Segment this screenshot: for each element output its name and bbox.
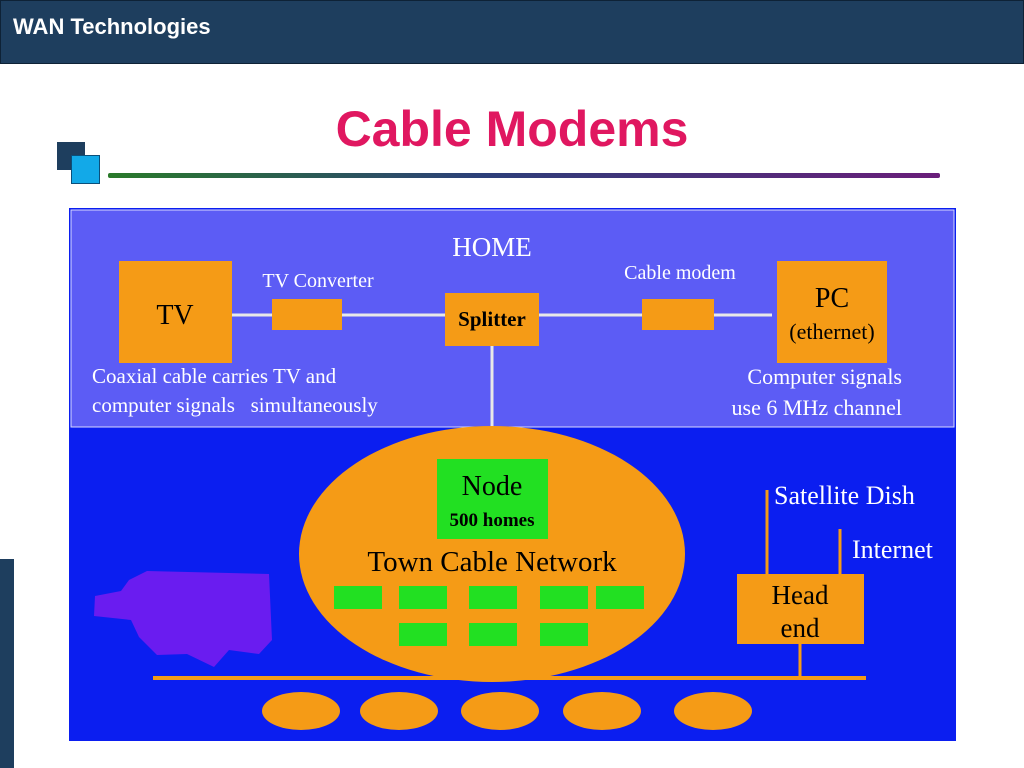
diagram-svg: TV TV Converter HOME Splitter Cable mode… xyxy=(69,208,956,741)
network-block xyxy=(596,586,644,609)
title-bullet-light-square xyxy=(71,155,100,184)
neighborhood-oval xyxy=(674,692,752,730)
pc-ethernet-label: (ethernet) xyxy=(789,319,875,344)
header-title: WAN Technologies xyxy=(13,14,211,39)
pc-box xyxy=(777,261,887,363)
node-label: Node xyxy=(462,471,523,502)
internet-label: Internet xyxy=(852,535,934,564)
node-box xyxy=(437,459,548,539)
network-block xyxy=(540,586,588,609)
tv-box xyxy=(119,261,232,363)
cable-modem-diagram: TV TV Converter HOME Splitter Cable mode… xyxy=(69,208,956,741)
network-block xyxy=(469,586,517,609)
signals-note-line1: Computer signals xyxy=(747,364,902,389)
signals-note-line2: use 6 MHz channel xyxy=(732,395,902,420)
head-end-label-line2: end xyxy=(781,613,820,643)
splitter-label: Splitter xyxy=(458,307,526,331)
town-cable-network-ellipse xyxy=(299,426,685,682)
cable-modem-box xyxy=(642,299,714,330)
home-label: HOME xyxy=(452,232,532,262)
cable-modem-label: Cable modem xyxy=(624,262,736,284)
head-end-label: Head xyxy=(772,580,829,610)
header-bar: WAN Technologies xyxy=(0,0,1024,64)
neighborhood-oval xyxy=(360,692,438,730)
tv-label: TV xyxy=(156,300,193,331)
network-block xyxy=(469,623,517,646)
network-block xyxy=(334,586,382,609)
pc-label: PC xyxy=(815,283,849,314)
purple-map-blob xyxy=(94,571,272,667)
neighborhood-oval xyxy=(563,692,641,730)
town-cable-network-label: Town Cable Network xyxy=(367,546,617,578)
neighborhood-oval xyxy=(262,692,340,730)
node-homes-label: 500 homes xyxy=(450,510,535,531)
network-block xyxy=(540,623,588,646)
coax-note-line1: Coaxial cable carries TV and xyxy=(92,364,337,388)
coax-note-line2: computer signals simultaneously xyxy=(92,393,378,417)
slide-title: Cable Modems xyxy=(335,101,689,157)
tv-converter-label: TV Converter xyxy=(262,270,374,292)
head-end-box xyxy=(737,574,864,644)
network-block xyxy=(399,623,447,646)
satellite-dish-label: Satellite Dish xyxy=(774,481,915,510)
left-edge-strip xyxy=(0,559,14,768)
neighborhood-oval xyxy=(461,692,539,730)
title-underline xyxy=(108,173,940,178)
network-block xyxy=(399,586,447,609)
tv-converter-box xyxy=(272,299,342,330)
splitter-box xyxy=(445,293,539,346)
